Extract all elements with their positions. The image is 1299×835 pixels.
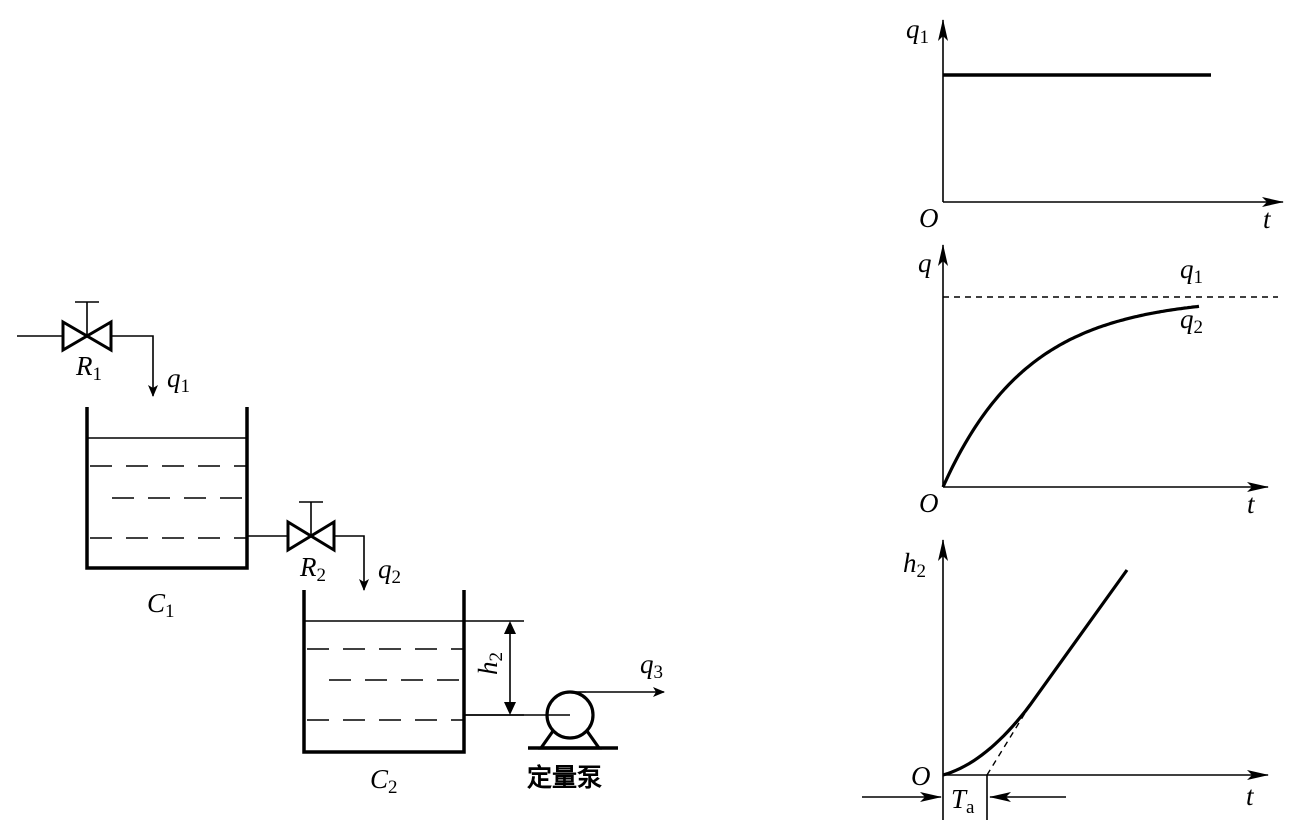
flow-q3-label: q3 [640,649,663,683]
flow-q1-label: q1 [167,363,190,397]
chart-top-y-label: q1 [906,14,929,48]
delay-ta-label: Ta [951,784,975,818]
level-h2-label: h2 [473,652,507,675]
valve-r1-icon [61,301,113,353]
tank-c2 [302,590,466,754]
flow-q2-label: q2 [378,554,401,588]
chart-q1-step: q1 O t [906,14,1284,234]
chart-bot-origin: O [911,761,931,791]
chart-mid-x-label: t [1247,489,1256,519]
tank-c2-label: C2 [370,764,398,798]
chart-top-x-label: t [1263,204,1272,234]
flow-q1-arrow [111,335,158,397]
series-h2-curve [942,569,1129,777]
valve-r1-label: R1 [75,351,102,385]
chart-mid-q1-label: q1 [1180,254,1203,288]
series-q2-curve [941,304,1200,488]
tank-c2-liquid [307,648,463,721]
chart-mid-y-label: q [918,248,932,278]
chart-top-origin: O [919,203,939,233]
series-h2-asymptote [986,704,1031,776]
flow-q2-arrow [334,535,369,591]
tank-c1-label: C1 [147,588,175,622]
chart-mid-q2-label: q2 [1180,304,1203,338]
valve-r2-label: R2 [299,552,326,586]
process-schematic: R1 q1 C1 R2 q2 C2 [17,301,665,798]
chart-bot-y-label: h2 [903,548,926,582]
tank-c1 [85,407,249,570]
chart-h2-response: h2 O t Ta [862,539,1269,820]
pump-label: 定量泵 [527,763,602,792]
chart-bot-x-label: t [1246,781,1255,811]
chart-mid-origin: O [919,488,939,518]
tank-c1-liquid [90,465,246,539]
level-h2-dimension [504,621,516,715]
metering-pump-icon [528,690,618,750]
chart-q2-response: q q1 q2 O t [918,244,1278,519]
valve-r2-icon [286,501,336,553]
